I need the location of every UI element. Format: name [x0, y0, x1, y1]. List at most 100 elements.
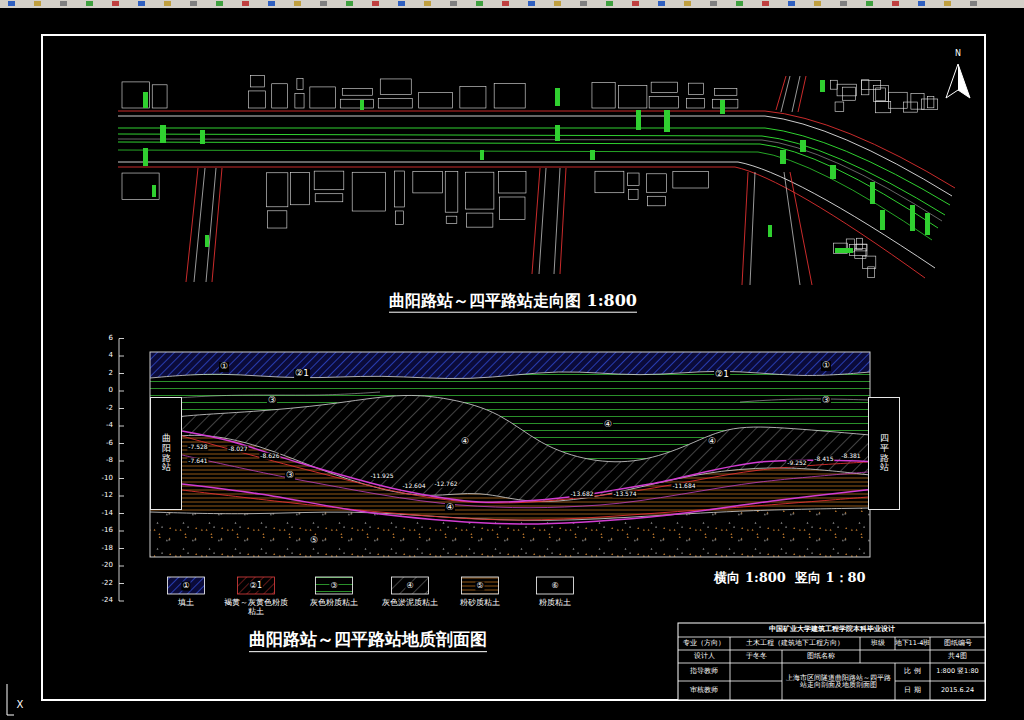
toolbar-icon	[788, 1, 795, 6]
layer-number: ③	[285, 471, 295, 481]
building-outline	[419, 93, 453, 108]
building-outline	[713, 99, 738, 108]
title-block-rule	[678, 663, 985, 664]
street-edge	[784, 172, 800, 285]
building-outline	[413, 171, 443, 192]
axis-tick-mark	[119, 391, 124, 392]
toolbar-icon	[502, 1, 509, 6]
building-outline	[494, 84, 525, 108]
toolbar-icon	[190, 1, 197, 6]
title-block-frame	[678, 623, 985, 700]
building-outline	[272, 84, 288, 108]
building-outline	[861, 80, 868, 95]
red-line	[790, 172, 812, 285]
tunnel-alignment	[118, 142, 938, 228]
north-arrow	[946, 64, 970, 98]
building-outline	[831, 80, 838, 89]
red-design-line	[182, 436, 868, 503]
layer-number: ①	[219, 362, 229, 372]
layer-number: ③	[267, 396, 277, 406]
legend-swatch	[238, 577, 275, 594]
red-line	[776, 76, 786, 110]
title-block-text: 指导教师	[690, 668, 718, 675]
building-outline	[835, 102, 844, 111]
building-outline	[342, 88, 372, 95]
building-outline	[266, 173, 287, 207]
building-outline	[673, 172, 708, 188]
red-line	[532, 168, 540, 274]
toolbar-icon	[710, 1, 717, 6]
green-marker	[143, 148, 148, 166]
toolbar-icon	[34, 1, 41, 6]
layer-number: ①	[821, 361, 831, 371]
legend-text: 灰色淤泥质粘土	[377, 598, 443, 607]
building-outline	[856, 244, 867, 251]
sheet-frame	[42, 35, 985, 700]
toolbar-icon	[944, 1, 951, 6]
title-block-rule	[895, 681, 985, 682]
axis-tick: -2	[106, 405, 113, 413]
title-block-text: 于冬冬	[746, 653, 767, 660]
green-marker	[360, 100, 364, 110]
red-design-line	[182, 490, 868, 520]
title-block-text: 比 例	[904, 668, 920, 675]
toolbar-icon	[60, 1, 67, 6]
toolbar-icon	[840, 1, 847, 6]
street-edge	[554, 168, 560, 274]
building-outline	[445, 171, 458, 212]
building-outline	[122, 173, 159, 199]
green-marker	[870, 182, 875, 204]
building-outline	[868, 267, 875, 278]
axis-tick: -6	[106, 440, 113, 448]
building-outline	[460, 87, 486, 108]
section-frame	[150, 352, 870, 557]
building-outline	[911, 94, 924, 110]
building-outline	[876, 88, 886, 101]
building-outline	[251, 76, 265, 87]
street-edge	[206, 168, 216, 282]
title-block	[678, 623, 985, 700]
title-block-text: 土木工程（建筑地下工程方向）	[746, 640, 844, 647]
toolbar-icon	[164, 1, 171, 6]
layer-boundary	[150, 508, 870, 520]
tunnel-alignment	[118, 150, 932, 240]
axis-tick: 6	[109, 335, 113, 343]
building-outline	[876, 101, 891, 112]
elevation-value: -13.574	[612, 491, 637, 498]
building-outline	[688, 83, 703, 95]
building-outline	[380, 79, 411, 94]
green-marker	[160, 125, 166, 143]
building-outline	[395, 211, 403, 225]
axis-tick: -4	[106, 422, 113, 430]
toolbar-icon	[632, 1, 639, 6]
green-marker	[835, 248, 853, 253]
axis-tick: -8	[106, 457, 113, 465]
elevation-value: -8.027	[227, 446, 248, 453]
legend-swatch	[537, 577, 574, 594]
station-name: 曲阳路站	[162, 434, 171, 474]
layer-boundary	[150, 395, 870, 461]
title-block-text: 班级	[871, 640, 885, 647]
building-outline	[873, 85, 888, 101]
axis-tick-mark	[119, 513, 124, 514]
legend-swatch	[392, 577, 429, 594]
legend-text: 粉质粘土	[522, 598, 588, 607]
toolbar-icon	[216, 1, 223, 6]
title-block-rule	[730, 637, 731, 700]
title-block-rule	[782, 650, 783, 700]
station-box: 曲阳路站	[150, 397, 182, 510]
toolbar-icon	[476, 1, 483, 6]
axis-tick: -24	[102, 597, 113, 605]
legend-number: ①	[181, 582, 190, 591]
building-outline	[921, 99, 937, 109]
street-edge	[750, 172, 755, 285]
red-line	[560, 168, 566, 274]
building-outline	[628, 173, 639, 186]
red-line	[118, 111, 955, 188]
street-edge	[539, 168, 546, 274]
elevation-value: -11.925	[369, 473, 394, 480]
title-block-text: 上海市区间隧道曲阳路站～四平路站走向剖面及地质剖面图	[786, 674, 891, 688]
